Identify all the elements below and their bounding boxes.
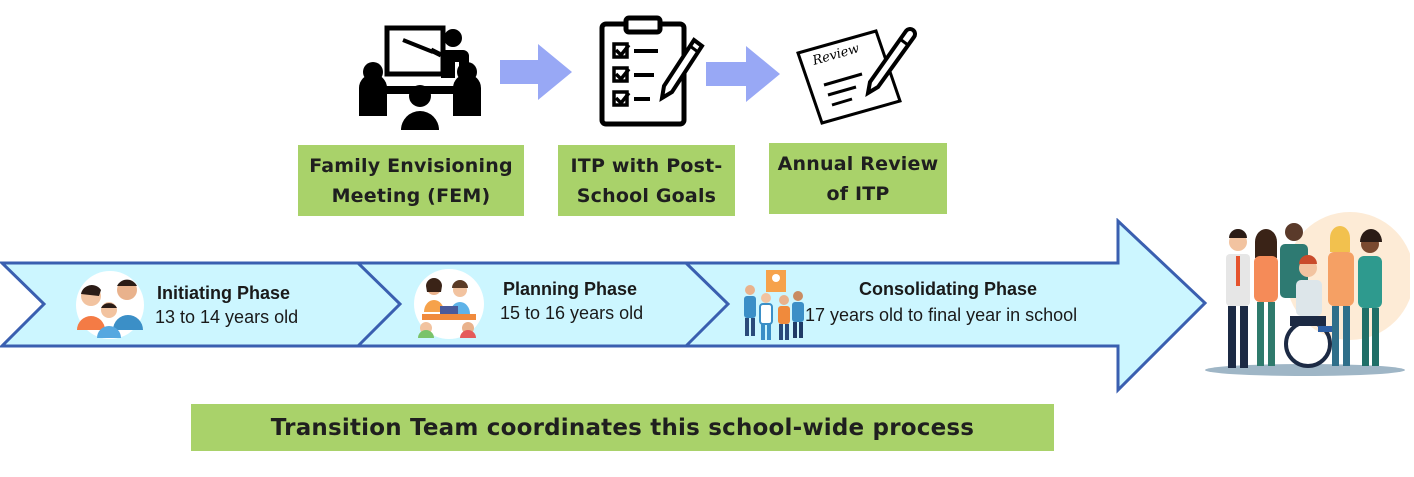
step-box-itp: ITP with Post- School Goals [558, 145, 735, 216]
phase-title-initiating: Initiating Phase [157, 283, 291, 303]
phase-age-planning: 15 to 16 years old [500, 303, 644, 323]
connector-arrow-2 [706, 46, 780, 102]
step-box-annual-review: Annual Review of ITP [769, 143, 947, 214]
step-box-fem: Family Envisioning Meeting (FEM) [298, 145, 524, 216]
timeline-arrow [0, 218, 1208, 394]
phase-title-consolidating: Consolidating Phase [859, 279, 1038, 299]
review-document-icon: Review [796, 27, 917, 125]
planning-group-illustration [414, 269, 484, 339]
step-label-line1: ITP with Post- [570, 154, 723, 177]
diverse-group-illustration [1205, 212, 1410, 376]
phase-title-planning: Planning Phase [503, 279, 638, 299]
step-label-line2: of ITP [826, 182, 890, 205]
connector-arrow-1 [500, 44, 572, 100]
svg-text:Review: Review [810, 41, 861, 69]
phase-age-initiating: 13 to 14 years old [155, 307, 299, 327]
step-label-line1: Family Envisioning [309, 154, 513, 177]
footer-banner: Transition Team coordinates this school-… [191, 404, 1054, 451]
meeting-presentation-icon [359, 25, 481, 130]
step-label-line2: Meeting (FEM) [331, 184, 491, 207]
footer-text: Transition Team coordinates this school-… [270, 414, 975, 441]
step-label-line2: School Goals [576, 184, 717, 207]
clipboard-checklist-icon [599, 15, 705, 127]
step-label-line1: Annual Review [777, 152, 939, 175]
family-illustration [76, 271, 144, 339]
students-illustration [744, 270, 804, 340]
phase-age-consolidating: 17 years old to final year in school [805, 305, 1078, 325]
